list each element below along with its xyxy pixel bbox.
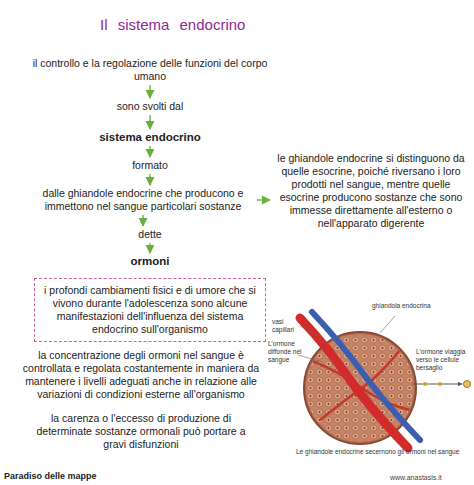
- node-text: dette: [93, 228, 207, 241]
- flow-arrow: [149, 115, 150, 129]
- flow-arrow: [149, 174, 150, 185]
- flow-arrow: [149, 146, 150, 157]
- leader-line: [300, 326, 318, 336]
- hormone-dot: [438, 382, 442, 386]
- node-text: le ghiandole endocrine si distinguono da…: [275, 152, 467, 230]
- artery: [300, 318, 408, 448]
- link-phrase: dette: [90, 227, 210, 242]
- figure-label: vasi capillari: [272, 318, 306, 334]
- flow-arrow: [142, 215, 143, 226]
- link-phrase: sono svolti dal: [90, 99, 210, 114]
- hormone-dot: [423, 382, 427, 386]
- leader-line: [298, 355, 322, 362]
- node-text: il controllo e la regolazione delle funz…: [21, 57, 279, 83]
- concept-text: la concentrazione degli ormoni nel sangu…: [14, 348, 268, 402]
- footer-credit: Paradiso delle mappe: [4, 471, 154, 482]
- node-text: i profondi cambiamenti fisici e di umore…: [41, 284, 259, 336]
- concept-text: la carenza o l'eccesso di produzione di …: [24, 411, 258, 452]
- figure-label: L'ormone viaggia verso le cellule bersag…: [416, 348, 471, 372]
- flow-arrow: [257, 199, 270, 200]
- node-text: ormoni: [93, 255, 207, 268]
- concept-key: sistema endocrino: [70, 130, 230, 145]
- flow-arrow: [149, 85, 150, 98]
- node-text: dalle ghiandole endocrine che producono …: [33, 187, 253, 213]
- figure-label: Le ghiandole endocrine secernono gli orm…: [296, 448, 466, 456]
- figure-label: L'ormone diffonde nel sangue: [268, 340, 302, 364]
- map-title: Il sistema endocrino: [100, 16, 245, 33]
- note-box: i profondi cambiamenti fisici e di umore…: [34, 278, 266, 342]
- concept-text: il controllo e la regolazione delle funz…: [18, 56, 282, 84]
- concept-key: ormoni: [90, 254, 210, 269]
- leader-line: [380, 316, 395, 333]
- vein: [312, 312, 420, 440]
- side-note: le ghiandole endocrine si distinguono da…: [272, 150, 470, 232]
- footer-url: www.anastasis.it: [390, 474, 470, 483]
- node-text: la carenza o l'eccesso di produzione di …: [27, 412, 255, 451]
- flow-arrow: [149, 243, 150, 253]
- node-text: sono svolti dal: [93, 100, 207, 113]
- node-text: sistema endocrino: [73, 131, 227, 144]
- link-phrase: formato: [90, 158, 210, 173]
- node-text: la concentrazione degli ormoni nel sangu…: [17, 349, 265, 401]
- hormone-arrow: [412, 384, 462, 385]
- node-text: formato: [93, 159, 207, 172]
- figure-label: ghiandola endocrina: [372, 302, 432, 310]
- concept-text: dalle ghiandole endocrine che producono …: [30, 186, 256, 214]
- target-cell: [464, 381, 471, 388]
